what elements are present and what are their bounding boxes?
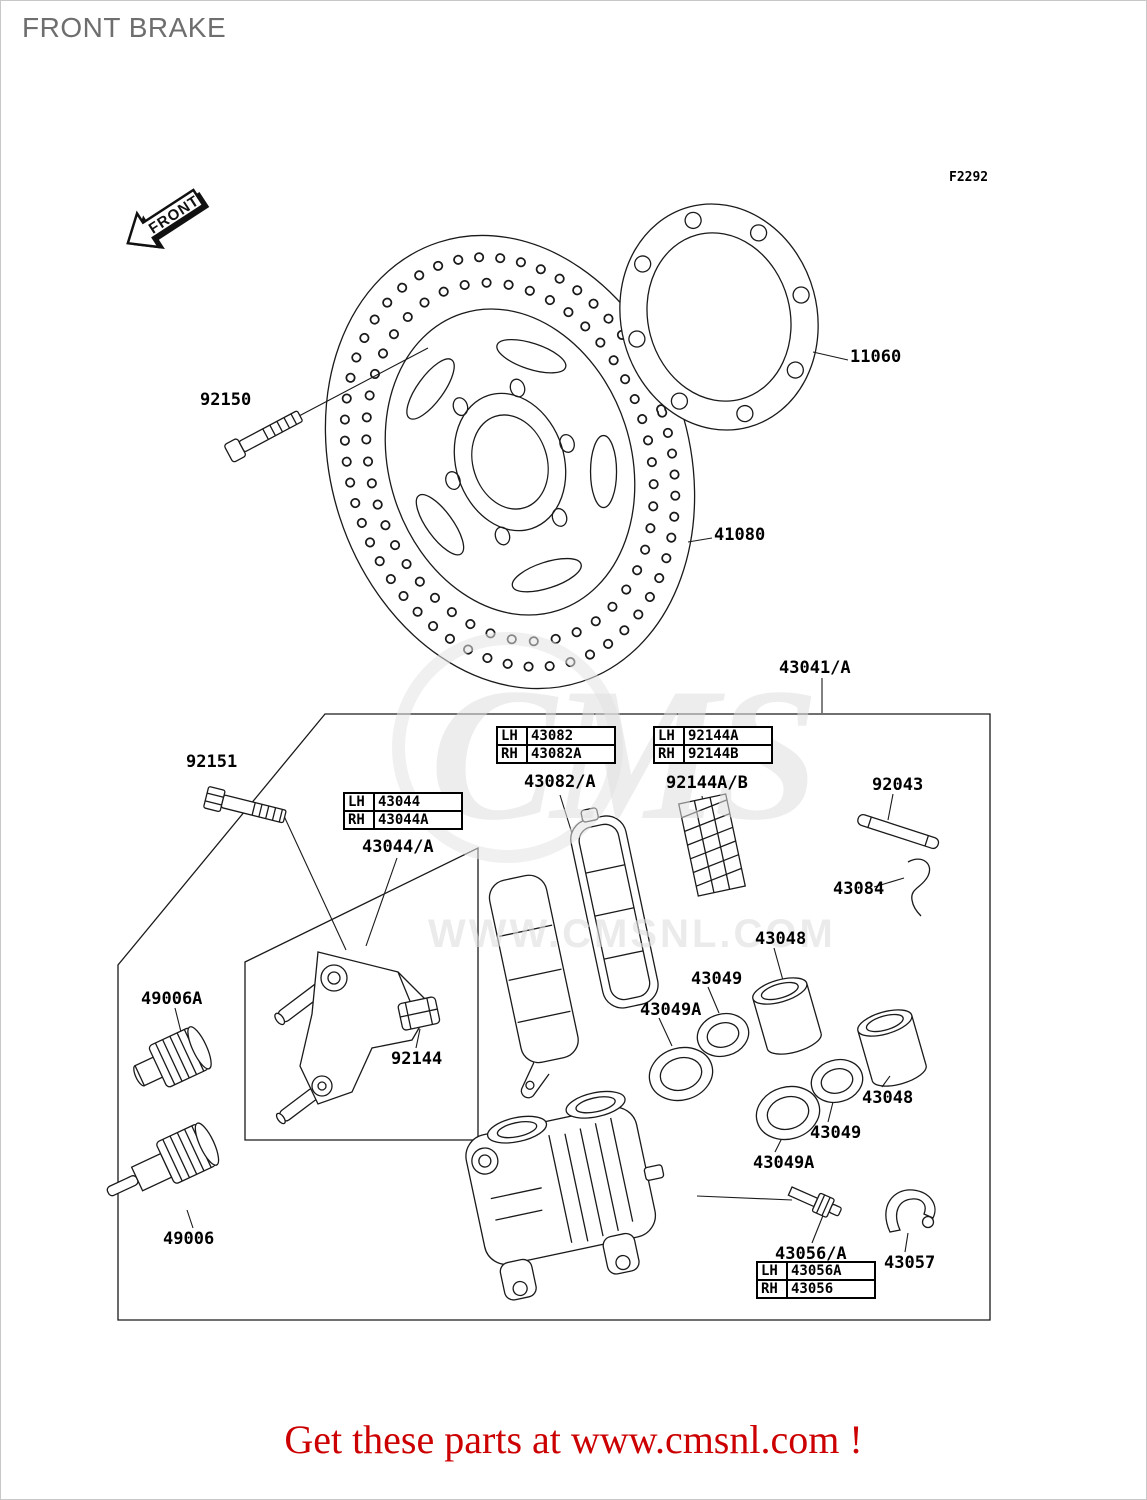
rh-value-cell: 92144B <box>683 744 773 764</box>
part-label-dust-seal-1: 43049A <box>640 1000 702 1020</box>
part-label-gasket: 11060 <box>850 347 902 367</box>
piston-seal-2-drawing <box>810 1058 864 1104</box>
page-title: FRONT BRAKE <box>22 12 227 43</box>
part-label-disc-bolt: 92150 <box>200 390 252 410</box>
pad-set-variant-table: LH 43082 RH 43082A <box>496 726 616 764</box>
part-label-seal-1: 43049 <box>691 969 743 989</box>
part-label-pin-clip: 43084 <box>833 879 885 899</box>
brake-disc-drawing <box>324 234 696 690</box>
shim-variant-table: LH 92144A RH 92144B <box>653 726 773 764</box>
dust-seal-2-drawing <box>755 1085 821 1141</box>
rh-value-cell: 43082A <box>526 744 616 764</box>
table-row: LH 92144A <box>653 726 773 746</box>
caliper-body-drawing <box>465 1090 665 1301</box>
bleeder-variant-table: LH 43056A RH 43056 <box>756 1261 876 1299</box>
rh-cell: RH <box>756 1279 788 1299</box>
lh-cell: LH <box>653 726 685 746</box>
gasket-drawing <box>619 203 819 431</box>
pin-clip-drawing <box>907 858 931 917</box>
part-label-caliper-bolt: 92151 <box>186 752 238 772</box>
part-label-dust-seal-2: 43049A <box>753 1153 815 1173</box>
table-row: RH 92144B <box>653 744 773 764</box>
rh-cell: RH <box>343 810 375 830</box>
piston-1-drawing <box>752 977 822 1055</box>
piston-2-drawing <box>857 1009 927 1087</box>
brake-pad-inner-drawing <box>488 874 579 1099</box>
piston-seal-1-drawing <box>696 1012 750 1058</box>
hose-clamp-drawing <box>885 1189 936 1233</box>
pad-clip-drawing <box>397 996 441 1031</box>
part-label-shim: 92144A/B <box>666 773 748 793</box>
part-label-caliper-assembly: 43041/A <box>779 658 851 678</box>
lh-cell: LH <box>756 1261 788 1281</box>
part-label-hose-clamp: 43057 <box>884 1253 936 1273</box>
table-row: RH 43056 <box>756 1279 876 1299</box>
rh-cell: RH <box>496 744 528 764</box>
table-row: RH 43044A <box>343 810 463 830</box>
front-direction-badge: FRONT <box>126 188 210 249</box>
part-label-piston-2: 43048 <box>862 1088 914 1108</box>
boot-drawing <box>106 1122 220 1197</box>
part-label-disc: 41080 <box>714 525 766 545</box>
disc-bolt-drawing <box>224 410 303 463</box>
part-label-boot-a: 49006A <box>141 989 203 1009</box>
part-label-pad-pin: 92043 <box>872 775 924 795</box>
pad-shim-drawing <box>677 793 747 897</box>
table-row: LH 43056A <box>756 1261 876 1281</box>
part-label-bleeder: 43056/A <box>775 1244 847 1264</box>
table-row: LH 43044 <box>343 792 463 812</box>
dust-seal-1-drawing <box>648 1046 714 1102</box>
part-label-pad-clip: 92144 <box>391 1049 443 1069</box>
part-label-bracket: 43044/A <box>362 837 434 857</box>
part-label-piston-1: 43048 <box>755 929 807 949</box>
rh-value-cell: 43044A <box>373 810 463 830</box>
lh-value-cell: 43082 <box>526 726 616 746</box>
cmsnl-banner-link[interactable]: Get these parts at www.cmsnl.com ! <box>284 1417 863 1462</box>
lh-value-cell: 43056A <box>786 1261 876 1281</box>
lh-cell: LH <box>496 726 528 746</box>
assembly-group-box <box>117 713 991 1321</box>
brake-pad-outer-drawing <box>570 807 659 1009</box>
rh-cell: RH <box>653 744 685 764</box>
table-row: RH 43082A <box>496 744 616 764</box>
caliper-bolt-drawing <box>203 786 287 824</box>
boot-a-drawing <box>133 1026 212 1088</box>
lh-value-cell: 92144A <box>683 726 773 746</box>
part-label-seal-2: 43049 <box>810 1123 862 1143</box>
part-label-pad-set: 43082/A <box>524 772 596 792</box>
figure-code: F2292 <box>949 170 989 185</box>
bleeder-valve-drawing <box>787 1186 842 1218</box>
caliper-bracket-drawing <box>274 951 433 1125</box>
table-row: LH 43082 <box>496 726 616 746</box>
pad-pin-drawing <box>857 813 940 850</box>
lh-value-cell: 43044 <box>373 792 463 812</box>
part-label-boot: 49006 <box>163 1229 215 1249</box>
rh-value-cell: 43056 <box>786 1279 876 1299</box>
lh-cell: LH <box>343 792 375 812</box>
bracket-variant-table: LH 43044 RH 43044A <box>343 792 463 830</box>
